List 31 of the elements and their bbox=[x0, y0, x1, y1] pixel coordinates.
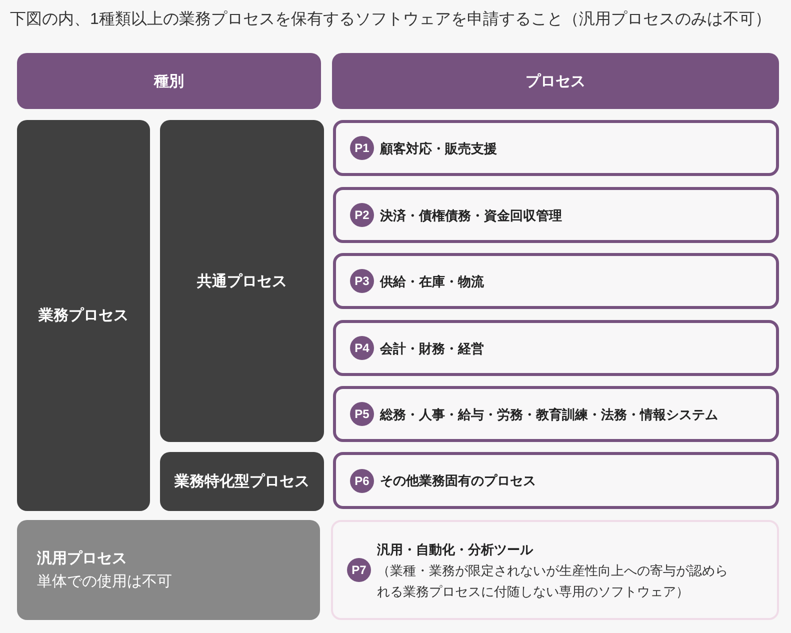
process-card bbox=[331, 520, 779, 620]
process-card bbox=[333, 253, 779, 309]
process-card bbox=[333, 320, 779, 376]
category-note: 単体での使用は不可 bbox=[37, 572, 172, 592]
process-name: 総務・人事・給与・労務・教育訓練・法務・情報システム bbox=[380, 406, 718, 424]
process-card bbox=[333, 187, 779, 243]
category-box bbox=[17, 520, 320, 620]
category-box: 業務特化型プロセス bbox=[160, 452, 324, 511]
process-card bbox=[333, 452, 779, 509]
process-number: P7 bbox=[347, 558, 371, 582]
process-number: P3 bbox=[350, 269, 374, 293]
process-card bbox=[333, 386, 779, 442]
process-name: その他業務固有のプロセス bbox=[380, 472, 536, 490]
category-box: 共通プロセス bbox=[160, 120, 324, 442]
process-card bbox=[333, 120, 779, 176]
column-header: プロセス bbox=[332, 53, 779, 109]
process-number: P5 bbox=[350, 402, 374, 426]
page-title: 下図の内、1種類以上の業務プロセスを保有するソフトウェアを申請すること（汎用プロセスのみは不可） bbox=[10, 10, 771, 30]
process-name: 供給・在庫・物流 bbox=[380, 272, 484, 290]
category-box: 業務プロセス bbox=[17, 120, 150, 511]
process-name: 決済・債権債務・資金回収管理 bbox=[380, 206, 562, 224]
category-name: 汎用プロセス bbox=[37, 549, 127, 569]
process-number: P1 bbox=[350, 136, 374, 160]
process-description: （業種・業務が限定されないが生産性向上への寄与が認められる業務プロセスに付随しない専用のソフトウェア） bbox=[377, 562, 729, 600]
process-number: P6 bbox=[350, 468, 374, 492]
process-name: 汎用・自動化・分析ツール bbox=[377, 540, 533, 558]
process-number: P2 bbox=[350, 203, 374, 227]
process-number: P4 bbox=[350, 336, 374, 360]
process-name: 顧客対応・販売支援 bbox=[380, 140, 497, 158]
process-name: 会計・財務・経営 bbox=[380, 340, 484, 358]
column-header: 種別 bbox=[17, 53, 321, 109]
